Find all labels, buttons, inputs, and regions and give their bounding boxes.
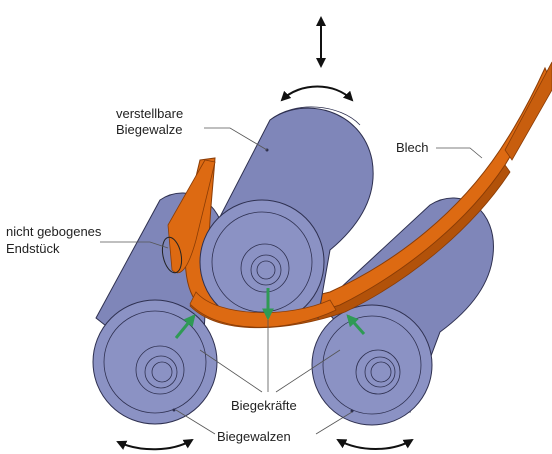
label-adjustable-roller-2: Biegewalze: [116, 122, 183, 137]
right-rotation-arrow: [338, 440, 412, 449]
left-rotation-arrow: [118, 440, 192, 449]
label-adjustable-roller-1: verstellbare: [116, 106, 183, 121]
upper-rotation-arrow: [282, 87, 352, 101]
label-bending-forces: Biegekräfte: [231, 398, 297, 413]
label-sheet: Blech: [396, 140, 429, 155]
label-bending-rollers: Biegewalzen: [217, 429, 291, 444]
label-unbent-end-1: nicht gebogenes: [6, 224, 102, 239]
label-unbent-end-2: Endstück: [6, 241, 60, 256]
